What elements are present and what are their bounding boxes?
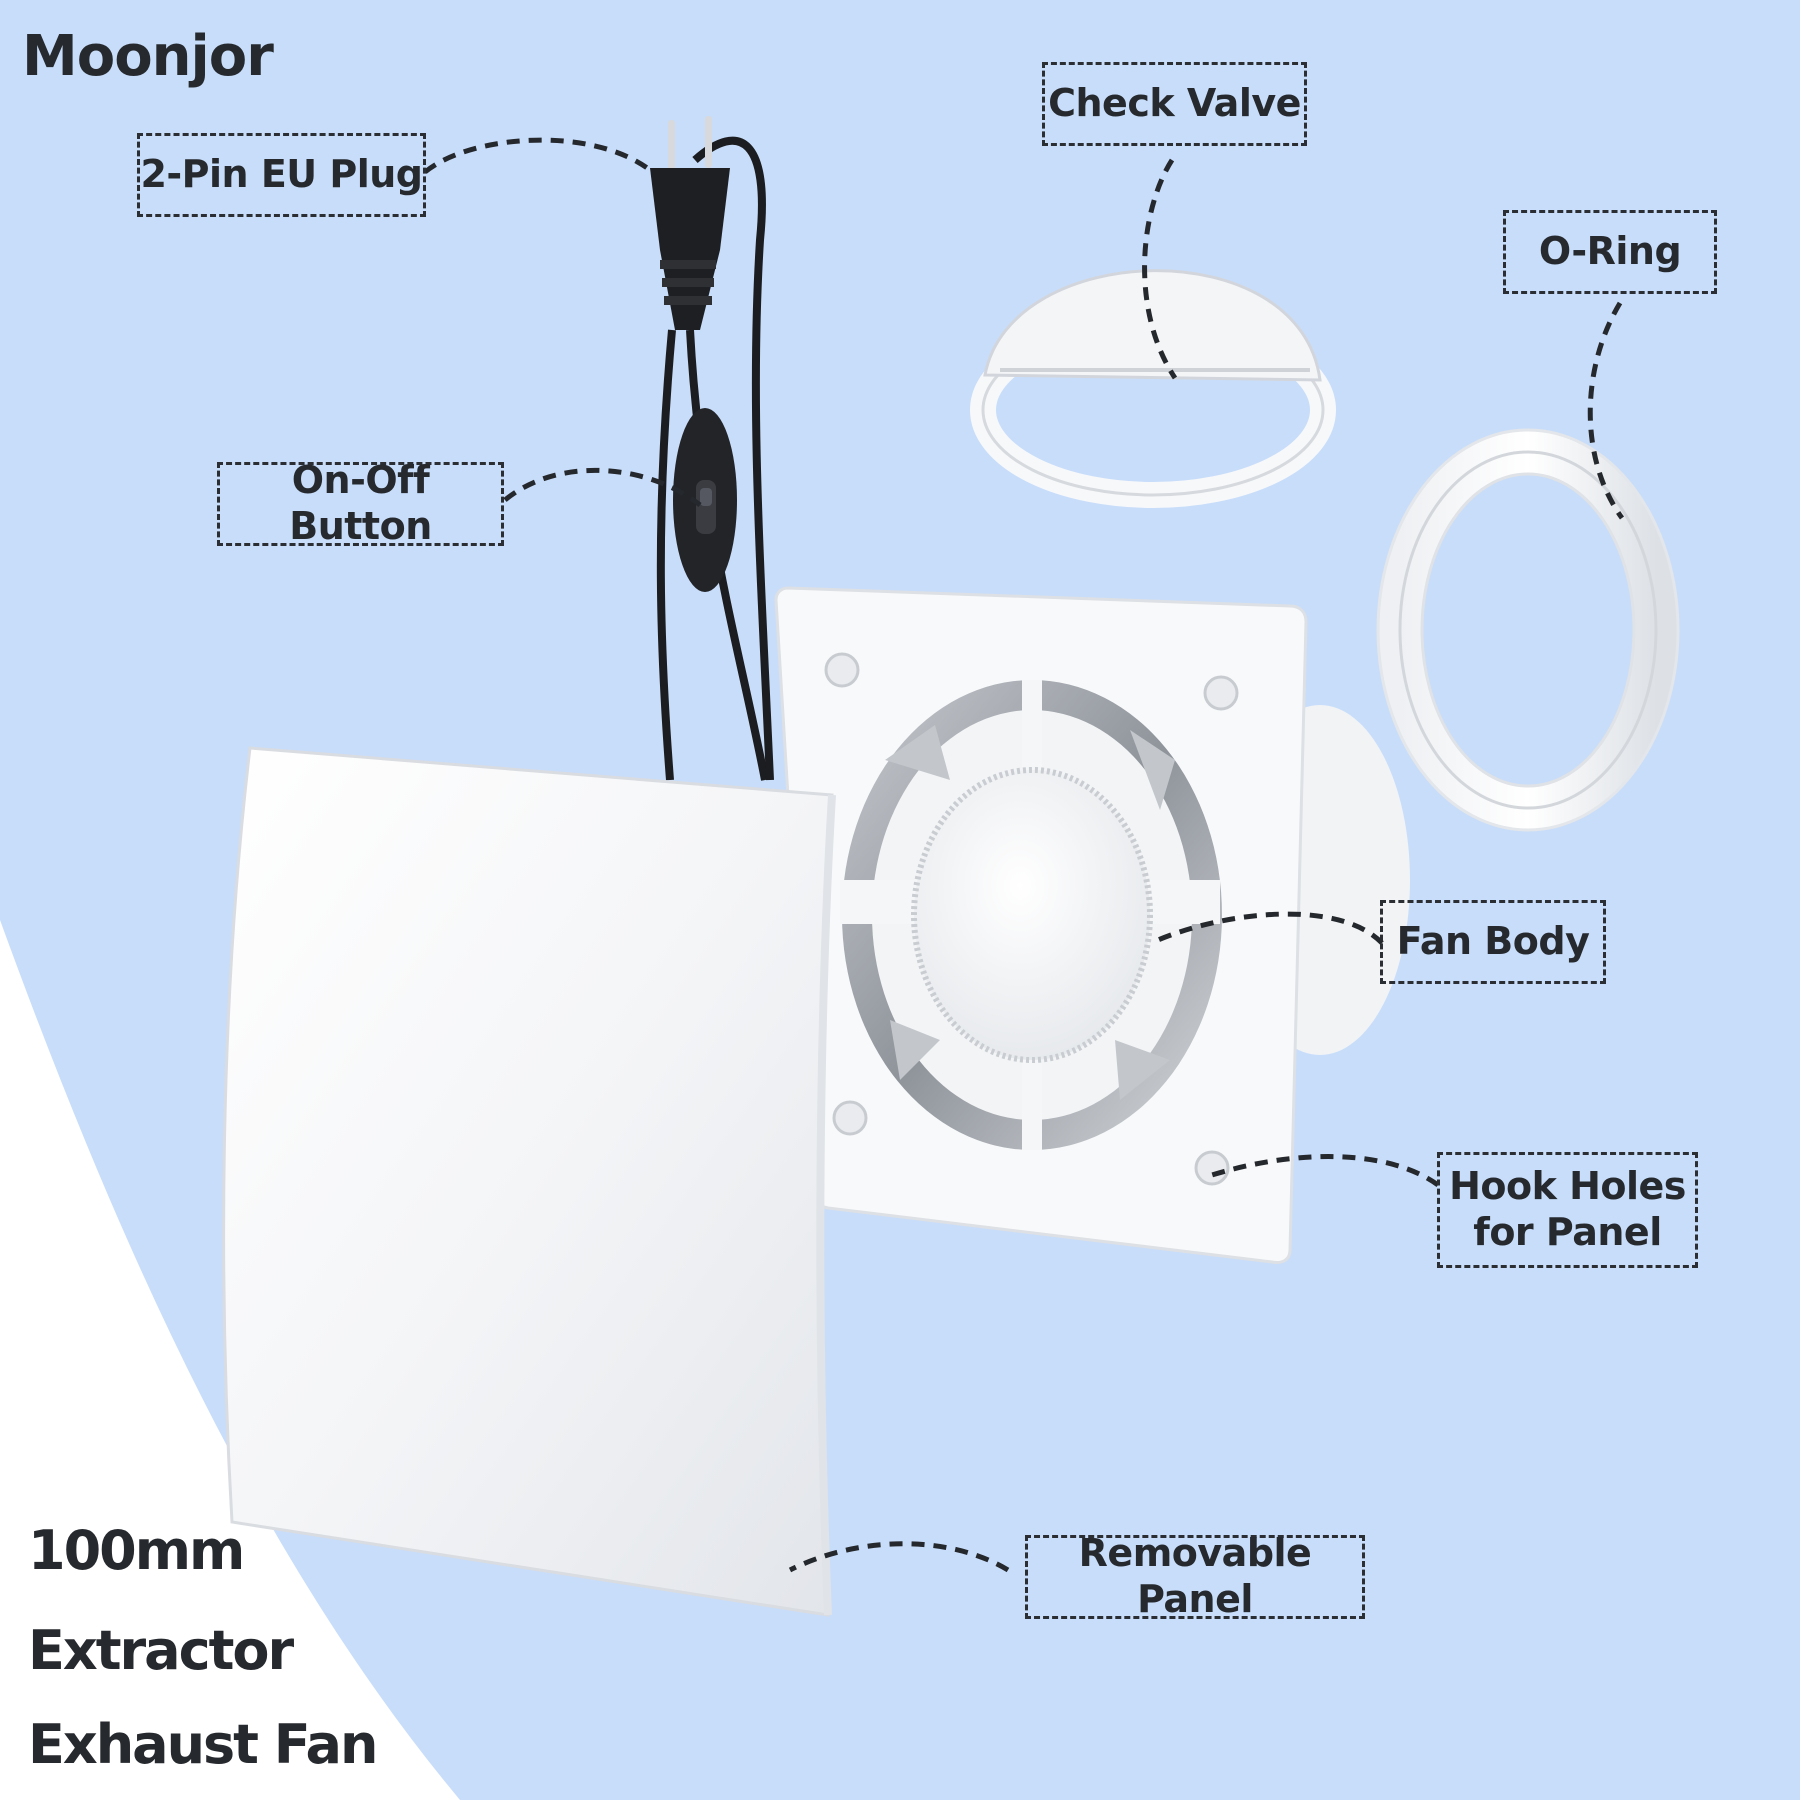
headline-product: Exhaust Fan xyxy=(28,1713,378,1776)
callout-hook-holes-line1: Hook Holes xyxy=(1449,1164,1686,1209)
headline-type: Extractor xyxy=(28,1619,294,1682)
callout-switch-label: On-Off Button xyxy=(289,458,432,548)
headline-size: 100mm xyxy=(28,1519,245,1582)
eu-plug xyxy=(650,116,730,330)
callout-plug: 2-Pin EU Plug xyxy=(137,133,426,217)
callout-panel-label: Removable Panel xyxy=(1078,1531,1312,1621)
check-valve xyxy=(970,269,1336,508)
brand-name: Moonjor xyxy=(22,24,274,89)
callout-check-valve-label: Check Valve xyxy=(1048,81,1301,126)
callout-plug-label: 2-Pin EU Plug xyxy=(140,152,423,197)
leader-plug xyxy=(423,137,652,174)
callout-check-valve: Check Valve xyxy=(1042,62,1307,146)
white-swoosh xyxy=(0,920,460,1800)
o-ring xyxy=(1376,428,1680,832)
leader-hook-holes xyxy=(1211,1154,1440,1188)
callout-switch: On-Off Button xyxy=(217,458,504,548)
leader-fan-body xyxy=(1157,911,1384,945)
leader-check-valve xyxy=(1142,158,1178,380)
callout-o-ring-label: O-Ring xyxy=(1538,229,1682,274)
removable-panel xyxy=(222,746,836,1617)
leader-lines xyxy=(423,137,1625,1573)
callout-o-ring: O-Ring xyxy=(1503,210,1717,294)
leader-switch xyxy=(503,467,702,507)
leader-panel xyxy=(788,1541,1010,1573)
fan-body xyxy=(774,586,1410,1264)
callout-fan-body: Fan Body xyxy=(1380,900,1606,984)
callout-panel: Removable Panel xyxy=(1025,1531,1365,1621)
callout-hook-holes-line2: for Panel xyxy=(1473,1210,1662,1254)
callout-fan-body-label: Fan Body xyxy=(1396,919,1590,964)
callout-hook-holes: Hook Holes for Panel xyxy=(1437,1152,1698,1268)
leader-o-ring xyxy=(1587,301,1625,520)
inline-switch xyxy=(673,408,737,592)
